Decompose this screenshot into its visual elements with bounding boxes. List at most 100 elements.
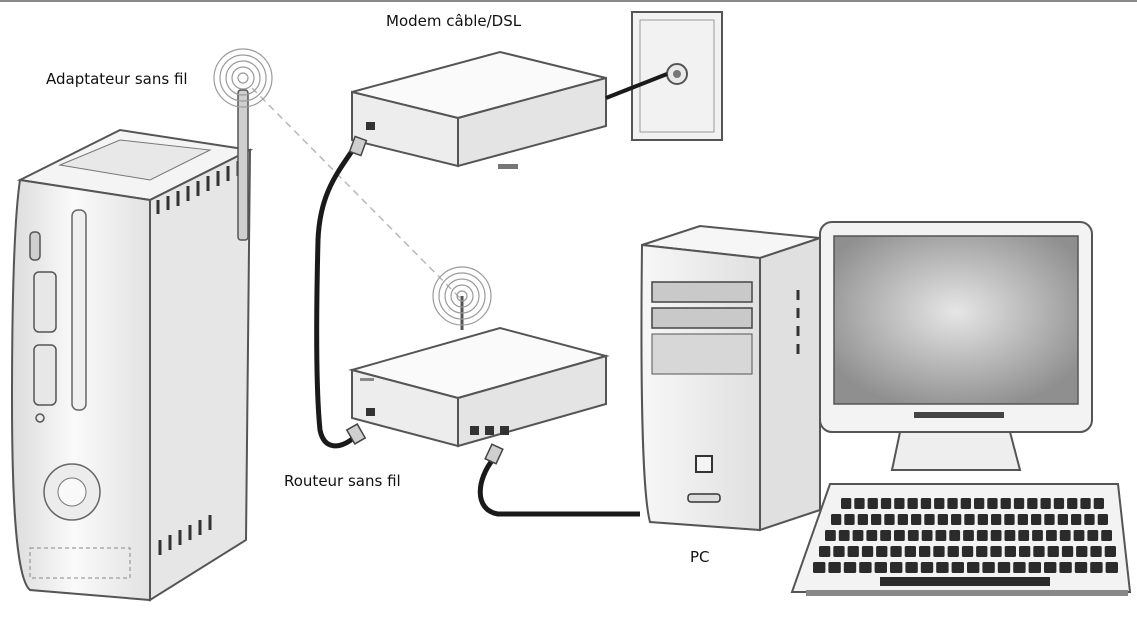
keyboard-key — [838, 530, 850, 541]
keyboard-key — [924, 514, 935, 525]
keyboard-key — [919, 546, 931, 557]
keyboard-key — [911, 514, 922, 525]
keyboard-key — [857, 514, 868, 525]
keyboard-key — [897, 514, 908, 525]
keyboard-key — [1093, 498, 1104, 509]
router-signal-icon — [432, 266, 492, 326]
keyboard-key — [1018, 530, 1030, 541]
keyboard-spacebar — [880, 577, 1050, 586]
router-pc-cable — [477, 456, 640, 517]
keyboard-key — [1059, 562, 1072, 573]
modem-label: Modem câble/DSL — [386, 12, 522, 30]
keyboard-key — [1090, 562, 1103, 573]
game-console — [10, 128, 254, 602]
pc-monitor — [819, 221, 1093, 471]
keyboard-key — [859, 562, 872, 573]
keyboard-key — [1084, 514, 1095, 525]
keyboard-key — [1061, 546, 1074, 557]
keyboard-key — [937, 514, 948, 525]
router-label: Routeur sans fil — [284, 472, 401, 490]
pc-tower — [640, 224, 821, 532]
keyboard-key — [1053, 498, 1065, 509]
keyboard-key — [876, 546, 888, 557]
wireless-adapter — [237, 89, 249, 241]
adapter-signal-icon — [213, 48, 273, 108]
keyboard-key — [991, 514, 1002, 525]
keyboard-key — [884, 514, 895, 525]
keyboard-key — [890, 546, 902, 557]
keyboard-key — [1027, 498, 1038, 509]
keyboard-key — [880, 498, 892, 509]
keyboard-key — [867, 498, 878, 509]
keyboard-key — [852, 530, 864, 541]
keyboard-key — [907, 498, 918, 509]
keyboard-key — [907, 530, 919, 541]
keyboard-key — [976, 546, 988, 557]
keyboard-key — [990, 530, 1002, 541]
keyboard-key — [997, 562, 1011, 573]
keyboard-key — [894, 530, 905, 541]
keyboard-key — [1074, 562, 1088, 573]
keyboard-key — [1044, 514, 1055, 525]
keyboard-key — [947, 546, 959, 557]
keyboard-key — [847, 546, 859, 557]
keyboard-key — [1032, 530, 1043, 541]
keyboard-key — [1000, 498, 1011, 509]
keyboard-key — [920, 562, 934, 573]
keyboard-key — [1067, 498, 1078, 509]
wireless-link-line — [251, 87, 463, 301]
modem-router-cable — [314, 140, 361, 449]
keyboard-key — [880, 530, 891, 541]
keyboard-key — [1071, 514, 1082, 525]
keyboard-key — [1101, 530, 1112, 541]
keyboard-key — [1013, 498, 1025, 509]
adapter-label: Adaptateur sans fil — [46, 70, 188, 88]
keyboard-key — [1073, 530, 1085, 541]
keyboard-key — [920, 498, 932, 509]
keyboard-key — [866, 530, 878, 541]
modem-wall-cable — [605, 72, 668, 100]
keyboard-key — [905, 562, 918, 573]
keyboard-key — [1059, 530, 1071, 541]
keyboard-key — [1019, 546, 1031, 557]
keyboard-key — [936, 562, 949, 573]
keyboard-key — [1057, 514, 1068, 525]
keyboard-key — [977, 514, 988, 525]
keyboard-key — [1044, 562, 1057, 573]
keyboard-key — [854, 498, 865, 509]
keyboard-key — [871, 514, 882, 525]
wall-jack — [631, 11, 723, 141]
top-rule — [0, 0, 1137, 2]
keyboard-key — [1090, 546, 1102, 557]
keyboard-key — [1004, 530, 1016, 541]
keyboard-key — [951, 562, 964, 573]
keyboard-key — [963, 530, 974, 541]
keyboard-key — [951, 514, 962, 525]
keyboard-key — [831, 514, 842, 525]
keyboard-key — [1080, 498, 1091, 509]
keyboard-key — [894, 498, 905, 509]
keyboard-key — [1033, 546, 1045, 557]
keyboard-key — [844, 514, 855, 525]
keyboard-key — [833, 546, 845, 557]
keyboard-key — [1004, 514, 1015, 525]
keyboard-key — [961, 546, 974, 557]
keyboard-key — [934, 498, 945, 509]
keyboard-key — [933, 546, 945, 557]
keyboard-key — [861, 546, 874, 557]
keyboard-key — [890, 562, 903, 573]
keyboard-key — [813, 562, 826, 573]
keyboard-key — [1076, 546, 1088, 557]
keyboard-key — [825, 530, 836, 541]
keyboard-key — [1097, 514, 1108, 525]
pc-keyboard — [790, 483, 1132, 596]
router-device — [348, 296, 610, 448]
keyboard-key — [960, 498, 971, 509]
keyboard-key — [921, 530, 933, 541]
keyboard-key — [990, 546, 1002, 557]
keyboard-key — [1105, 562, 1118, 573]
keyboard-key — [935, 530, 947, 541]
keyboard-key — [1040, 498, 1051, 509]
pc-label: PC — [690, 548, 710, 566]
